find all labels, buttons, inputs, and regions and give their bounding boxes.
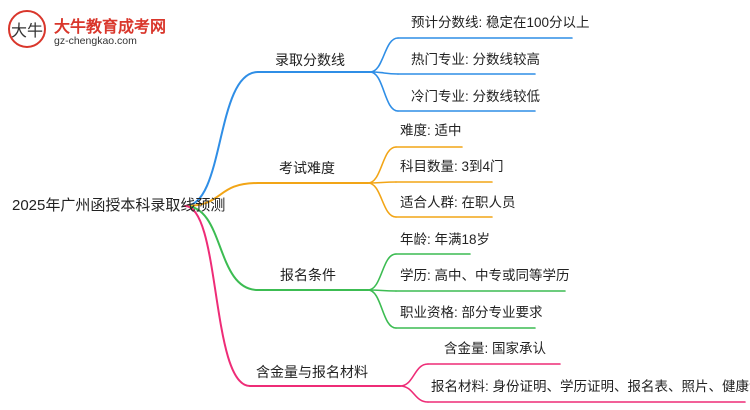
leaf-label: 预计分数线: 稳定在100分以上 xyxy=(411,15,590,30)
leaf-connector xyxy=(367,146,397,184)
leaf-label: 科目数量: 3到4门 xyxy=(400,159,504,174)
branch-connector xyxy=(184,182,259,207)
leaf-label: 学历: 高中、中专或同等学历 xyxy=(400,268,570,283)
leaf-connector xyxy=(367,182,397,218)
leaf-connector xyxy=(369,71,399,112)
leaf-connector xyxy=(367,289,397,329)
leaf-connector xyxy=(367,253,397,291)
leaf-label: 热门专业: 分数线较高 xyxy=(411,52,541,67)
leaf-connector xyxy=(369,37,399,73)
leaf-label: 职业资格: 部分专业要求 xyxy=(400,305,543,320)
leaf-label: 报名材料: 身份证明、学历证明、报名表、照片、健康证明 xyxy=(431,379,750,394)
site-logo[interactable]: 大牛 大牛教育成考网 gz-chengkao.com xyxy=(8,10,208,54)
root-node: 2025年广州函授本科录取线预测 xyxy=(12,197,226,214)
leaf-label: 冷门专业: 分数线较低 xyxy=(411,89,541,104)
branch-connector xyxy=(184,71,259,207)
logo-title: 大牛教育成考网 xyxy=(54,19,167,36)
leaf-label: 年龄: 年满18岁 xyxy=(400,232,491,247)
branch-connector xyxy=(184,205,259,291)
leaf-connector xyxy=(399,363,429,387)
logo-mark-icon: 大牛 xyxy=(8,10,46,48)
leaf-connector xyxy=(399,385,429,403)
branch-connector xyxy=(184,205,251,387)
leaf-label: 含金量: 国家承认 xyxy=(444,341,547,356)
branch-label: 含金量与报名材料 xyxy=(256,364,368,380)
logo-url: gz-chengkao.com xyxy=(54,35,137,47)
branch-label: 录取分数线 xyxy=(275,52,345,68)
leaf-label: 难度: 适中 xyxy=(400,123,462,138)
leaf-label: 适合人群: 在职人员 xyxy=(400,195,516,210)
branch-label: 报名条件 xyxy=(280,267,336,283)
branch-label: 考试难度 xyxy=(279,160,335,176)
